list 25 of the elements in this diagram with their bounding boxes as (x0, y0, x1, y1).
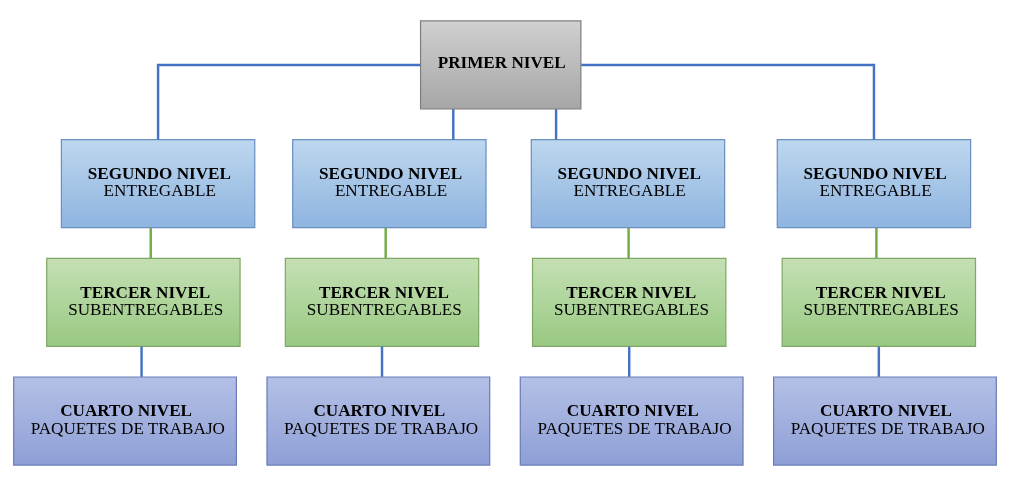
node-box: TERCER NIVEL SUBENTREGABLES (46, 257, 241, 347)
node-box: CUARTO NIVEL PAQUETES DE TRABAJO (519, 376, 744, 466)
node-box: TERCER NIVEL SUBENTREGABLES (284, 257, 480, 347)
node-box: SEGUNDO NIVEL ENTREGABLE (530, 139, 726, 229)
node-box: CUARTO NIVEL PAQUETES DE TRABAJO (266, 376, 491, 466)
node-box: CUARTO NIVEL PAQUETES DE TRABAJO (773, 376, 997, 466)
connector (380, 346, 384, 377)
node-box: TERCER NIVEL SUBENTREGABLES (531, 257, 727, 347)
connector (875, 227, 878, 259)
connector (156, 63, 421, 140)
connector (628, 346, 631, 377)
connector (140, 346, 143, 377)
node-box: SEGUNDO NIVEL ENTREGABLE (776, 139, 972, 229)
node-box: SEGUNDO NIVEL ENTREGABLE (60, 139, 256, 229)
node-box: PRIMER NIVEL (419, 20, 582, 110)
connector (554, 109, 558, 140)
connector (627, 227, 630, 259)
node-box: SEGUNDO NIVEL ENTREGABLE (292, 139, 487, 229)
connector (877, 346, 881, 377)
connector (149, 227, 152, 259)
node-box: TERCER NIVEL SUBENTREGABLES (781, 257, 977, 347)
connector (581, 63, 876, 140)
connector (384, 227, 387, 259)
node-box: CUARTO NIVEL PAQUETES DE TRABAJO (13, 376, 237, 466)
connector (452, 109, 455, 140)
